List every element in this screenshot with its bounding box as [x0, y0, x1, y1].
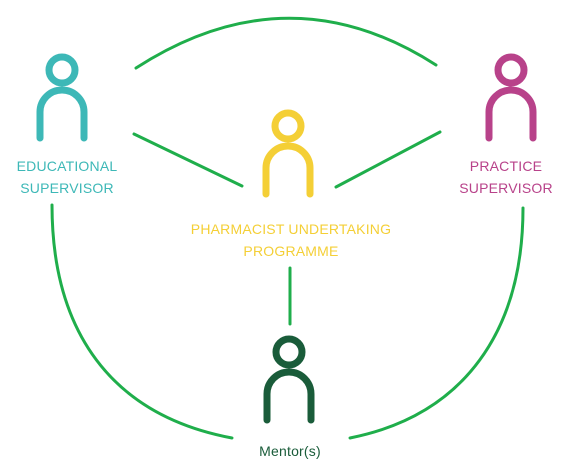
educational-supervisor-label-line2: SUPERVISOR	[20, 180, 114, 196]
pharmacist-icon	[262, 109, 314, 198]
mentor-icon	[263, 335, 315, 424]
pharmacist-label-line1: PHARMACIST UNDERTAKING	[190, 221, 392, 237]
educational-supervisor-label: EDUCATIONAL SUPERVISOR	[0, 155, 134, 199]
mentor-label-line1: Mentor(s)	[259, 443, 321, 459]
educational-supervisor-icon	[36, 53, 88, 142]
outer-circle-top-arc	[134, 16, 438, 70]
practice-supervisor-icon	[485, 53, 537, 142]
outer-circle-left-arc	[50, 203, 234, 440]
outer-circle-right-arc	[348, 206, 525, 440]
educational-supervisor-label-line1: EDUCATIONAL	[16, 158, 118, 174]
connector-educational-pharmacist	[132, 132, 244, 188]
pharmacist-label-line2: PROGRAMME	[243, 243, 339, 259]
pharmacist-label: PHARMACIST UNDERTAKING PROGRAMME	[150, 218, 432, 262]
practice-supervisor-label-line1: PRACTICE	[469, 158, 543, 174]
practice-supervisor-label-line2: SUPERVISOR	[459, 180, 553, 196]
connector-practice-pharmacist	[334, 130, 442, 189]
practice-supervisor-label: PRACTICE SUPERVISOR	[451, 155, 561, 199]
mentor-label: Mentor(s)	[220, 440, 360, 462]
